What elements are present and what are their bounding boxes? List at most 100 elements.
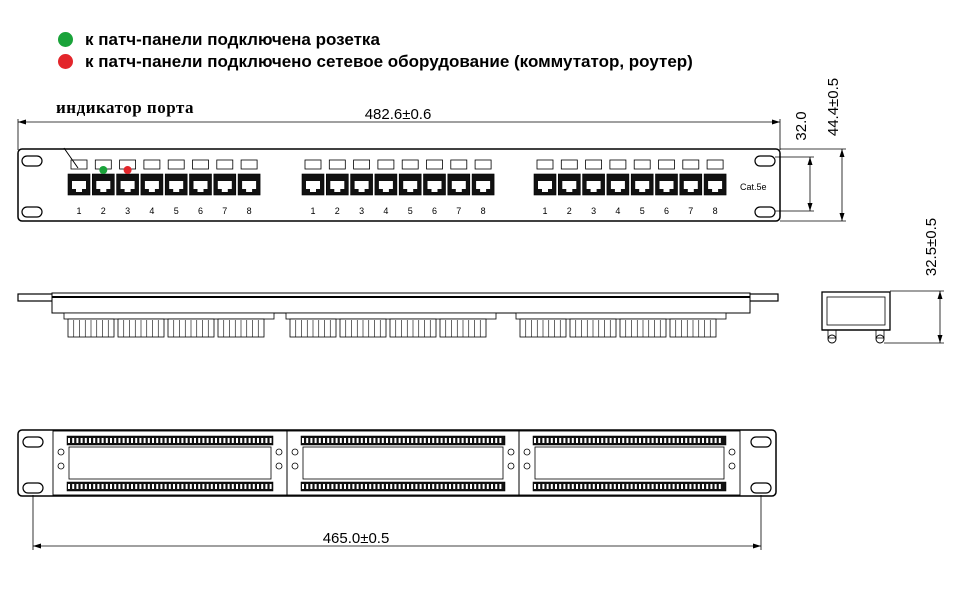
rj45-port bbox=[679, 173, 703, 196]
rj45-port bbox=[557, 173, 581, 196]
port-number: 7 bbox=[688, 206, 693, 216]
indicator-window bbox=[304, 159, 322, 170]
idc-base bbox=[63, 312, 275, 320]
mount-slot bbox=[754, 206, 776, 218]
rear-view bbox=[17, 429, 777, 497]
dimension-mount-distance: 465.0±0.5 bbox=[32, 495, 762, 550]
indicator-window bbox=[426, 159, 443, 170]
rj45-port bbox=[140, 173, 164, 196]
rj45-port bbox=[471, 173, 495, 196]
port-number: 6 bbox=[432, 206, 437, 216]
indicator-window bbox=[585, 159, 602, 170]
dim-mount-text: 465.0±0.5 bbox=[323, 530, 390, 547]
rj45-port bbox=[350, 173, 373, 196]
top-view bbox=[17, 292, 779, 338]
indicator-window bbox=[401, 159, 419, 170]
green-dot-icon bbox=[58, 32, 73, 47]
idc-terminals-top bbox=[63, 312, 727, 338]
indicator-window bbox=[353, 159, 371, 170]
indicator-window bbox=[633, 159, 651, 170]
port-number: 4 bbox=[615, 206, 620, 216]
idc-base bbox=[515, 312, 727, 320]
port-number: 4 bbox=[149, 206, 154, 216]
port-number: 3 bbox=[591, 206, 596, 216]
terminal-strip bbox=[532, 435, 727, 446]
dimension-depth: 32.5±0.5 bbox=[884, 218, 944, 344]
port-number: 8 bbox=[481, 206, 486, 216]
rear-idc-blocks bbox=[52, 430, 741, 496]
port-number: 2 bbox=[101, 206, 106, 216]
rj45-port bbox=[67, 173, 91, 196]
port-number: 1 bbox=[76, 206, 81, 216]
side-view bbox=[821, 291, 891, 344]
label-window bbox=[68, 446, 272, 480]
port-number: 4 bbox=[383, 206, 388, 216]
mount-slot bbox=[21, 155, 43, 167]
rj45-port bbox=[301, 173, 325, 196]
indicator-window bbox=[328, 159, 346, 170]
dimension-width-total: 482.6±0.6 bbox=[17, 106, 781, 150]
indicator-window bbox=[609, 159, 627, 170]
indicator-window bbox=[682, 159, 700, 170]
rj45-port bbox=[237, 173, 261, 196]
rj45-port bbox=[374, 173, 398, 196]
dimension-height-total: 44.4±0.5 bbox=[780, 78, 846, 222]
port-indicator-label: индикатор порта bbox=[56, 98, 194, 117]
port-number: 2 bbox=[567, 206, 572, 216]
indicator-window bbox=[167, 159, 185, 170]
indicator-window bbox=[658, 159, 675, 170]
rj45-port bbox=[582, 173, 605, 196]
idc-base bbox=[285, 312, 497, 320]
front-panel-outline bbox=[17, 148, 781, 222]
rj45-port bbox=[447, 173, 471, 196]
indicator-window bbox=[560, 159, 578, 170]
port-number: 7 bbox=[222, 206, 227, 216]
mount-slot bbox=[21, 206, 43, 218]
dim-width-text: 482.6±0.6 bbox=[365, 106, 432, 123]
indicator-window bbox=[240, 159, 258, 170]
rj45-port bbox=[630, 173, 654, 196]
indicator-window bbox=[706, 159, 724, 170]
legend-item-equipment: к патч-панели подключено сетевое оборудо… bbox=[58, 52, 693, 72]
rear-panel-outline bbox=[17, 429, 777, 497]
label-window bbox=[534, 446, 725, 480]
rj45-port bbox=[703, 173, 727, 196]
indicator-window bbox=[474, 159, 492, 170]
port-number: 1 bbox=[542, 206, 547, 216]
terminal-strip bbox=[532, 481, 727, 492]
label-window bbox=[302, 446, 504, 480]
indicator-window bbox=[450, 159, 468, 170]
indicator-window bbox=[216, 159, 234, 170]
port-number: 6 bbox=[198, 206, 203, 216]
rj45-port bbox=[398, 173, 422, 196]
green-indicator-icon bbox=[99, 166, 108, 174]
port-number: 2 bbox=[335, 206, 340, 216]
port-number: 5 bbox=[408, 206, 413, 216]
rj45-port bbox=[189, 173, 212, 196]
indicator-window bbox=[143, 159, 161, 170]
port-number: 5 bbox=[174, 206, 179, 216]
indicator-leader-line bbox=[63, 147, 79, 169]
mount-slot bbox=[754, 155, 776, 167]
side-body bbox=[821, 291, 891, 331]
rj45-port bbox=[164, 173, 188, 196]
port-number: 8 bbox=[247, 206, 252, 216]
legend-item-socket: к патч-панели подключена розетка bbox=[58, 30, 380, 50]
rj45-port bbox=[325, 173, 349, 196]
dimension-height-front: 32.0 bbox=[775, 111, 814, 212]
indicator-window bbox=[192, 159, 209, 170]
rj45-port bbox=[655, 173, 678, 196]
port-number: 8 bbox=[713, 206, 718, 216]
indicator-window bbox=[377, 159, 395, 170]
dim-height-total-text: 44.4±0.5 bbox=[825, 78, 842, 136]
legend-text-equipment: к патч-панели подключено сетевое оборудо… bbox=[85, 52, 693, 71]
port-number: 3 bbox=[125, 206, 130, 216]
red-indicator-icon bbox=[123, 166, 132, 174]
legend-text-socket: к патч-панели подключена розетка bbox=[85, 30, 380, 49]
red-dot-icon bbox=[58, 54, 73, 69]
rj45-port bbox=[423, 173, 446, 196]
rj45-port bbox=[533, 173, 557, 196]
